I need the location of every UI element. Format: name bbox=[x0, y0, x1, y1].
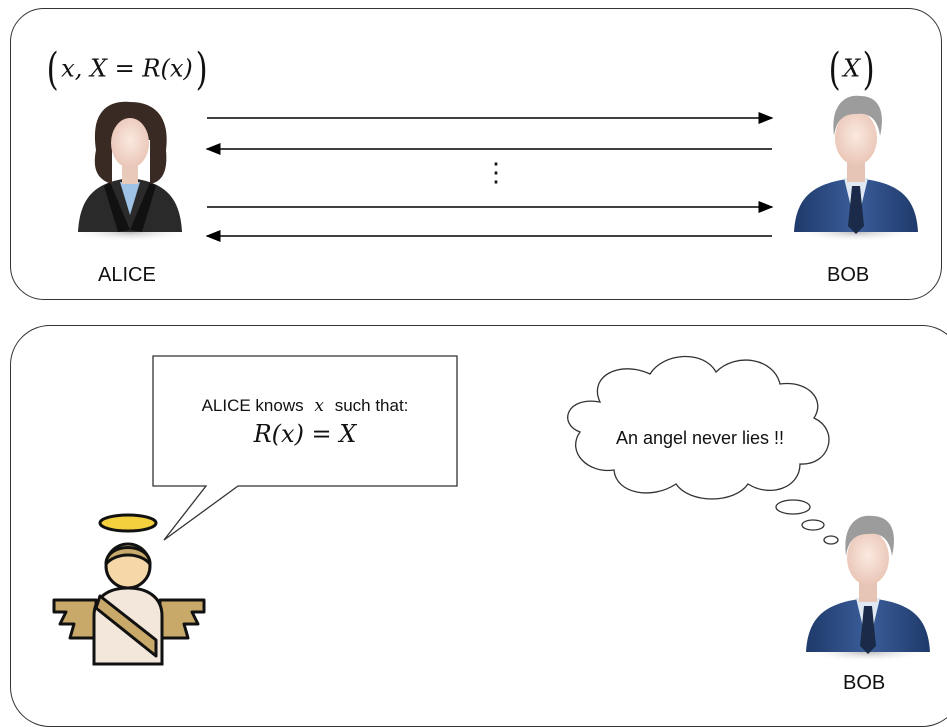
ellipsis: ⋮ bbox=[483, 157, 509, 187]
bob-knowledge: (X) bbox=[828, 44, 875, 95]
diagram-canvas bbox=[52, 95, 930, 666]
alice-knowledge: (x, X = R(x)) bbox=[46, 44, 208, 95]
speech-bubble bbox=[152, 355, 458, 541]
speech-line-1: ALICE knows x such that: bbox=[201, 396, 409, 416]
angel-icon bbox=[52, 513, 206, 666]
bob-avatar bbox=[794, 95, 918, 242]
bob-label: BOB bbox=[827, 264, 870, 286]
thought-text: An angel never lies !! bbox=[615, 428, 785, 448]
alice-label: ALICE bbox=[98, 264, 156, 286]
alice-avatar bbox=[70, 101, 190, 242]
bob-avatar-bottom bbox=[806, 515, 930, 662]
thought-cloud bbox=[567, 355, 839, 545]
speech-equation: R(x) = X bbox=[253, 420, 357, 448]
bob-label-bottom: BOB bbox=[843, 672, 886, 694]
